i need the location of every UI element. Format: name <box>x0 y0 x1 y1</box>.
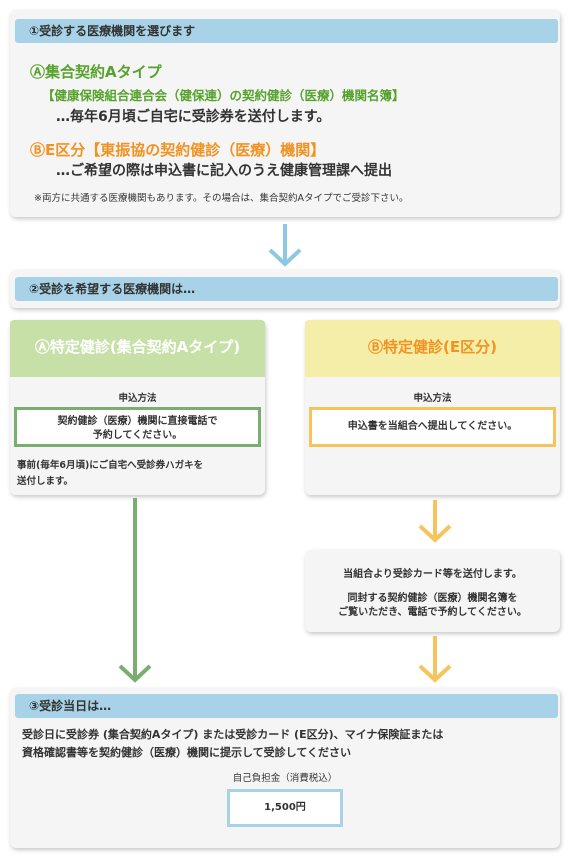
section1-note: ※両方に共通する医療機関もあります。その場合は、集合契約Aタイプでご受診下さい。 <box>34 193 409 204</box>
option-b-title: ⒷE区分【東振協の契約健診（医療）機関】 <box>30 141 326 159</box>
box-b-method: 申込書を当組合へ提出してください。 <box>309 407 556 447</box>
section3-line1: 受診日に受診券 (集合契約Aタイプ) または受診カード (E区分)、マイナ保険証… <box>22 728 444 741</box>
box-a-method-line2: 予約してください。 <box>92 430 183 441</box>
arrow-down-icon <box>268 224 302 267</box>
option-a-title: Ⓐ集合契約Aタイプ <box>30 63 162 81</box>
box-a-note-line2: 送付します。 <box>17 476 74 487</box>
box-a-title: Ⓐ特定健診(集合契約Aタイプ) <box>10 320 265 377</box>
section1-header: ①受診する医療機関を選びます <box>15 19 558 43</box>
box-a-method-line1: 契約健診（医療）機関に直接電話で <box>57 416 218 427</box>
section3-header: ③受診当日は… <box>15 694 558 718</box>
section2-header: ②受診を希望する医療機関は… <box>15 277 558 301</box>
box-b-title: Ⓑ特定健診(E区分) <box>305 320 560 377</box>
arrow-down-icon <box>418 636 452 683</box>
followup-card <box>305 550 560 632</box>
arrow-down-icon <box>118 498 152 683</box>
followup-line2: 同封する契約健診（医療）機関名簿を <box>347 593 518 604</box>
option-b-body: …ご希望の際は申込書に記入のうえ健康管理課へ提出 <box>56 163 392 179</box>
box-b-method-label: 申込方法 <box>413 393 452 404</box>
cost-value: 1,500円 <box>227 789 343 827</box>
cost-label: 自己負担金（消費税込） <box>232 773 338 784</box>
box-a-note-line1: 事前(毎年6月頃)にご自宅へ受診券ハガキを <box>17 460 204 471</box>
followup-line1: 当組合より受診カード等を送付します。 <box>343 569 522 580</box>
option-a-body: …毎年6月頃ご自宅に受診券を送付します。 <box>56 109 331 125</box>
box-a-method-label: 申込方法 <box>118 393 157 404</box>
section3-line2: 資格確認書等を契約健診（医療）機関に提示して受診してください <box>22 746 352 759</box>
followup-line3: ご覧いただき、電話で予約してください。 <box>338 607 527 618</box>
box-a-method: 契約健診（医療）機関に直接電話で 予約してください。 <box>14 407 261 447</box>
arrow-down-icon <box>418 500 452 543</box>
option-a-subtitle: 【健康保険組合連合会（健保連）の契約健診（医療）機関名簿】 <box>42 88 405 103</box>
section1-card <box>10 10 560 217</box>
